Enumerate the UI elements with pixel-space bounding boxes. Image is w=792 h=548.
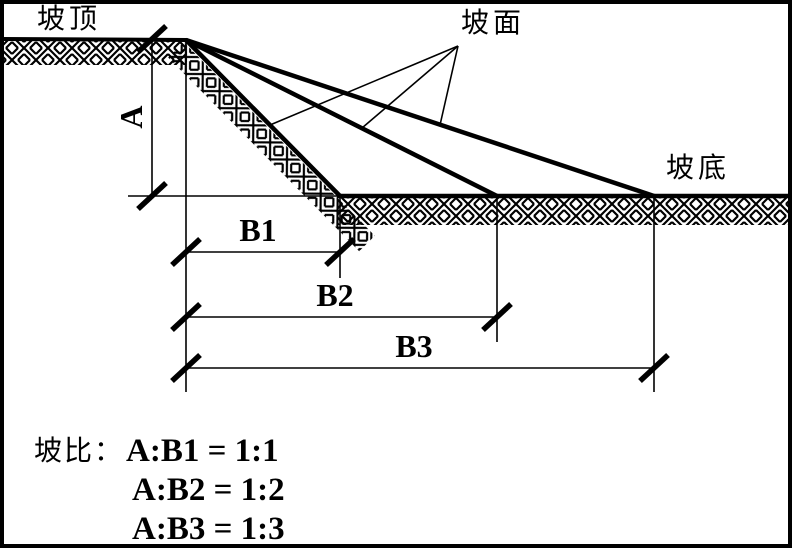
slope-top-ground-line [2,37,188,42]
dim-label-b1: B1 [239,212,276,248]
slope-face-leader-1 [269,45,459,126]
legend-prefix-label: 坡比： [34,435,124,467]
dim-tick-b3-right [638,352,670,384]
dim-tick-b2-right [481,301,513,333]
slope-top-label: 坡顶 [37,3,101,35]
slope-face-hatch [168,42,375,252]
slope-bottom-label: 坡底 [666,152,730,184]
slope-face-leader-2 [361,45,459,129]
slope-face-leader-3 [439,45,459,126]
dim-label-a: A [113,105,149,128]
dim-tick-a-top [136,23,168,55]
legend-ratio-3: A:B3 = 1:3 [132,511,285,547]
bottom-ground-hatch [338,198,789,225]
top-ground-hatch [3,41,187,65]
dim-tick-a-bottom [136,180,168,212]
dim-label-b3: B3 [395,328,432,364]
slope-face-line-1-2 [184,37,499,199]
slope-face-line-1-1 [184,38,342,198]
dim-tick-b1-right [324,236,356,268]
dim-label-b2: B2 [316,277,353,313]
legend-ratio-1: A:B1 = 1:1 [126,433,279,469]
slope-hatch-group [168,42,375,252]
dim-tick-b3-left [170,352,202,384]
legend-ratio-2: A:B2 = 1:2 [132,472,285,508]
dim-tick-b1-left [170,236,202,268]
dim-tick-b2-left [170,301,202,333]
slope-face-label: 坡面 [461,7,525,39]
slope-face-line-1-3 [185,37,655,199]
